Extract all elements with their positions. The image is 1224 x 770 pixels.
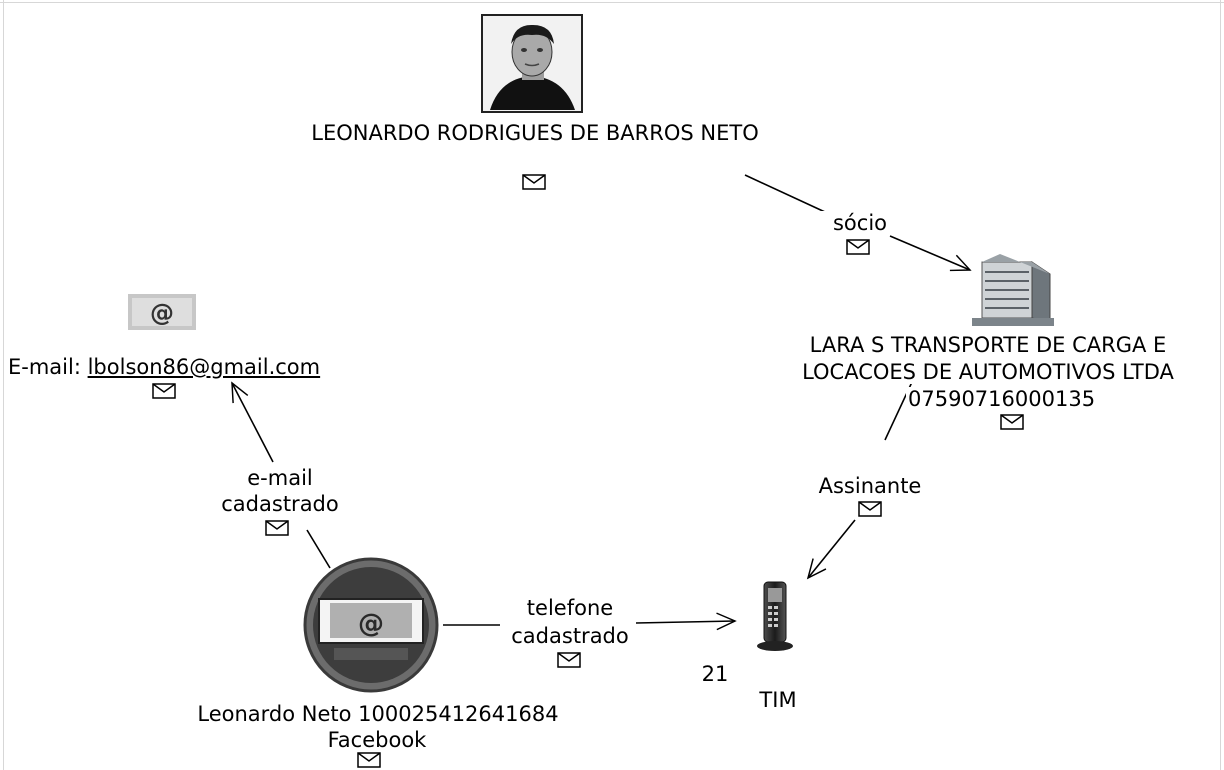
edge-label-assinante: Assinante xyxy=(808,474,932,498)
person-photo-icon[interactable] xyxy=(481,14,583,113)
edge-label-email-cadastrado-2: cadastrado xyxy=(210,492,350,516)
email-envelope-icon[interactable] xyxy=(152,383,176,399)
company-name-line1: LARA S TRANSPORTE DE CARGA E xyxy=(806,333,1170,357)
edge-label-telefone-cadastrado-2: cadastrado xyxy=(500,624,640,648)
company-cnpj: 07590716000135 xyxy=(906,387,1096,411)
border-right xyxy=(1220,0,1221,770)
phone-operator: TIM xyxy=(748,688,808,712)
phone-ddd: 21 xyxy=(701,662,729,686)
company-envelope-icon[interactable] xyxy=(1000,414,1024,430)
edge-telefone-cadastrado xyxy=(443,612,737,631)
email-cadastrado-envelope-icon[interactable] xyxy=(265,520,289,536)
edge-email-cadastrado xyxy=(231,381,331,569)
email-label: E-mail: lbolson86@gmail.com xyxy=(6,355,330,379)
edge-socio xyxy=(744,174,972,272)
svg-text:@: @ xyxy=(358,609,384,639)
person-envelope-icon[interactable] xyxy=(522,174,546,190)
email-prefix: E-mail: xyxy=(8,355,88,379)
telefone-cadastrado-envelope-icon[interactable] xyxy=(557,652,581,668)
building-icon[interactable] xyxy=(972,254,1054,326)
border-left xyxy=(3,0,4,770)
facebook-network: Facebook xyxy=(305,728,449,752)
edge-label-socio: sócio xyxy=(818,211,902,235)
edge-label-email-cadastrado-1: e-mail xyxy=(235,466,325,490)
border-top xyxy=(0,2,1224,3)
edge-label-telefone-cadastrado-1: telefone xyxy=(512,596,628,620)
assinante-envelope-icon[interactable] xyxy=(858,501,882,517)
facebook-profile-icon[interactable]: @ xyxy=(303,557,439,693)
facebook-name: Leonardo Neto 100025412641684 xyxy=(176,702,580,726)
person-name: LEONARDO RODRIGUES DE BARROS NETO xyxy=(286,121,784,145)
svg-text:@: @ xyxy=(150,299,174,327)
socio-envelope-icon[interactable] xyxy=(846,239,870,255)
company-name-line2: LOCACOES DE AUTOMOTIVOS LTDA xyxy=(786,360,1190,384)
mobile-phone-icon[interactable] xyxy=(757,581,793,651)
facebook-envelope-icon[interactable] xyxy=(357,752,381,768)
email-at-icon[interactable]: @ xyxy=(128,294,196,330)
email-address-link[interactable]: lbolson86@gmail.com xyxy=(87,355,321,379)
